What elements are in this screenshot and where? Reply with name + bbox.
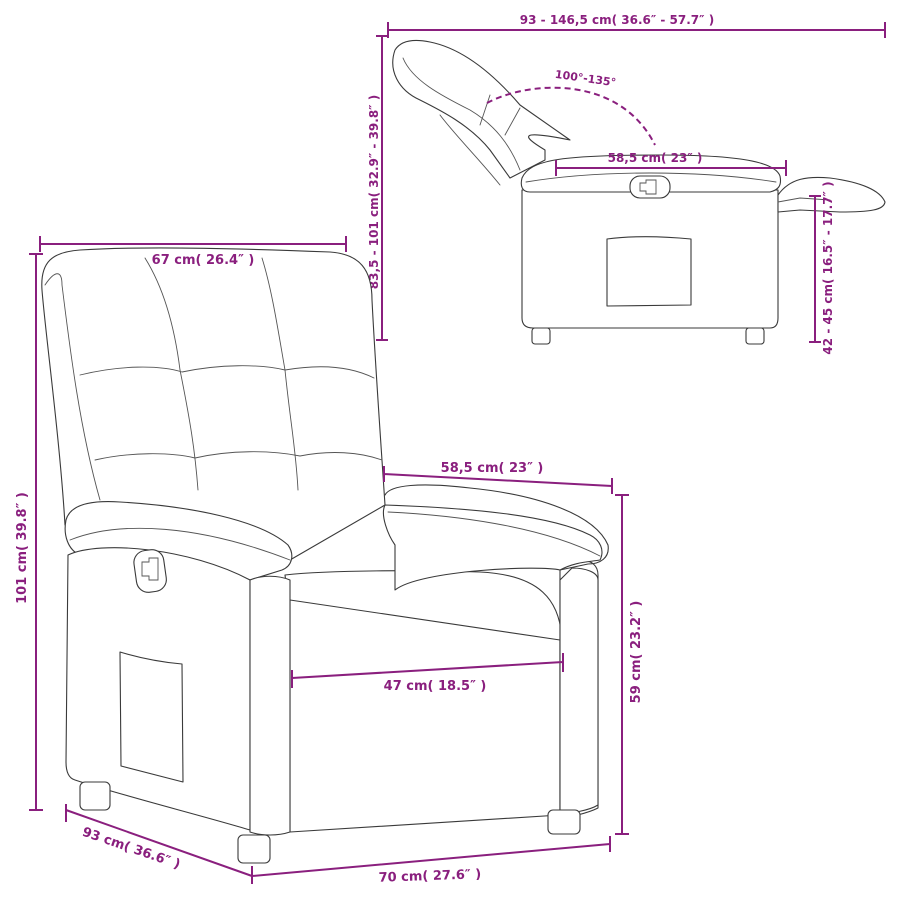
- dim-width-back: 67 cm( 26.4″ ): [39, 236, 347, 268]
- dim-width: 70 cm( 27.6″ ): [251, 836, 611, 886]
- dim-seat-width: 47 cm( 18.5″ ): [291, 653, 564, 694]
- label-seat-width: 47 cm( 18.5″ ): [384, 679, 487, 694]
- dim-side-armrest: 58,5 cm( 23″ ): [555, 151, 787, 176]
- label-front-armrest: 58,5 cm( 23″ ): [441, 461, 544, 476]
- label-depth: 93 cm( 36.6″ ): [80, 825, 182, 873]
- label-armrest-height: 59 cm( 23.2″ ): [629, 601, 644, 704]
- dim-total-height: 101 cm( 39.8″ ): [15, 253, 43, 811]
- label-width: 70 cm( 27.6″ ): [378, 867, 481, 886]
- label-height-range: 83,5 - 101 cm( 32.9″ - 39.8″ ): [367, 95, 381, 289]
- dim-total-length: 93 - 146,5 cm( 36.6″ - 57.7″ ): [387, 13, 886, 38]
- label-footrest-height: 42 - 45 cm( 16.5″ - 17.7″ ): [821, 181, 835, 354]
- side-view-chair: [392, 39, 886, 345]
- dim-footrest-height: 42 - 45 cm( 16.5″ - 17.7″ ): [809, 181, 835, 355]
- label-width-back: 67 cm( 26.4″ ): [152, 253, 255, 268]
- dim-armrest-height: 59 cm( 23.2″ ): [615, 494, 644, 835]
- label-recline-angle: 100°-135°: [554, 68, 617, 89]
- dim-front-armrest: 58,5 cm( 23″ ): [383, 461, 613, 494]
- label-total-length: 93 - 146,5 cm( 36.6″ - 57.7″ ): [520, 13, 714, 27]
- label-total-height: 101 cm( 39.8″ ): [15, 492, 30, 604]
- label-side-armrest: 58,5 cm( 23″ ): [608, 151, 703, 165]
- front-view-chair: [41, 247, 609, 864]
- dim-height-range: 83,5 - 101 cm( 32.9″ - 39.8″ ): [367, 35, 388, 341]
